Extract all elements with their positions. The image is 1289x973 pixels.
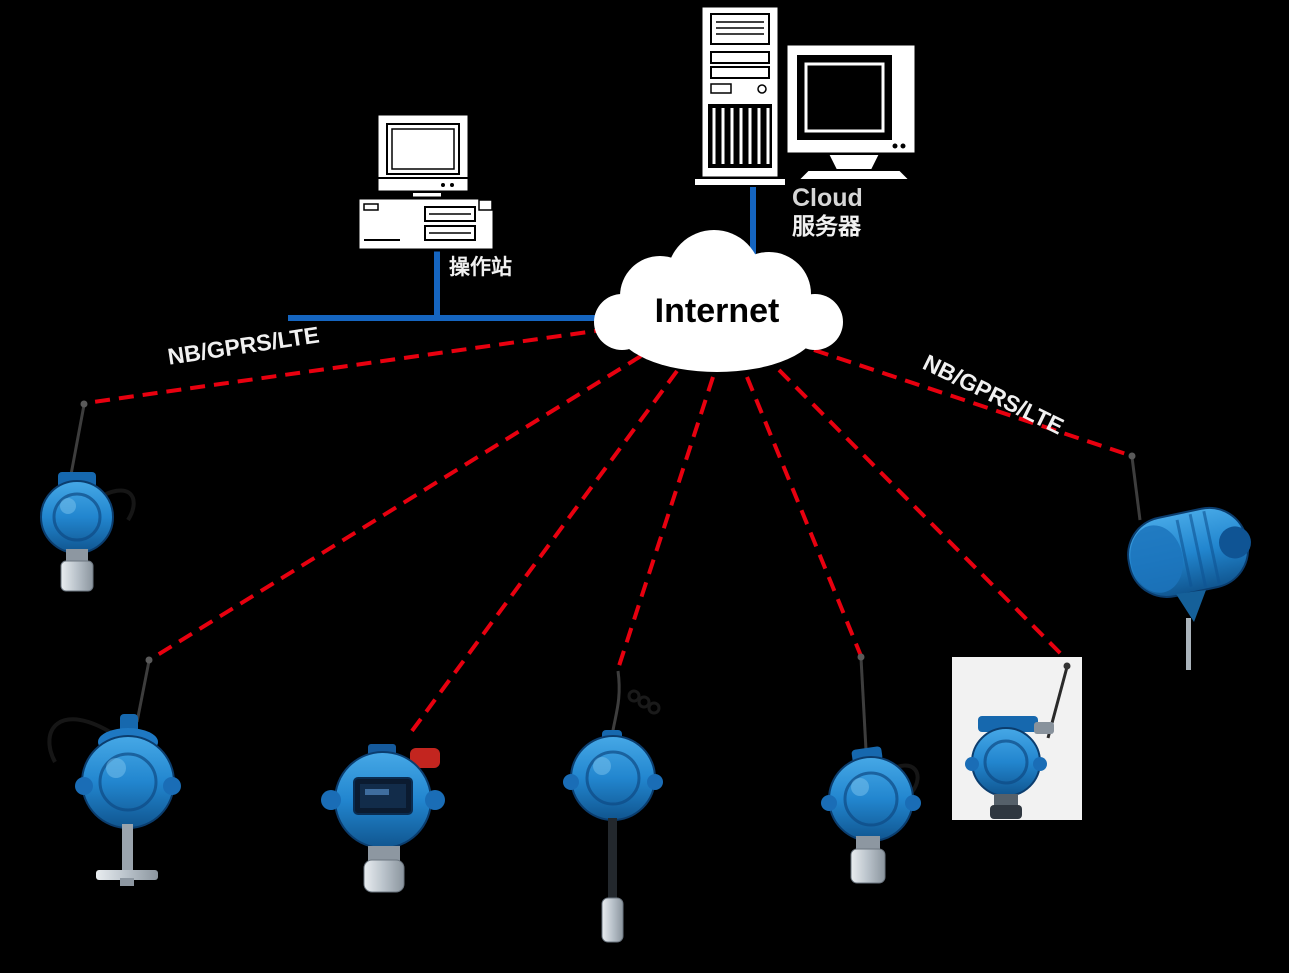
antenna-icon [1130, 456, 1142, 521]
antenna-icon [859, 657, 868, 751]
gas-detector-probe [563, 670, 663, 943]
wireless-link-5 [745, 376, 863, 657]
gas-detector-left [47, 656, 181, 886]
workstation-icon [356, 112, 496, 252]
wired-links [288, 178, 756, 321]
operator-station-label: 操作站 [449, 256, 512, 279]
cloud-server-label-line2: 服务器 [792, 213, 861, 239]
antenna-icon [135, 660, 151, 723]
antenna-icon [610, 670, 621, 737]
server-monitor-icon [784, 42, 918, 181]
wireless-link-4 [616, 376, 715, 670]
wireless-link-7 [813, 348, 1133, 458]
red-module [410, 748, 440, 768]
internet-cloud: Internet [594, 230, 843, 372]
wireless-link-1 [85, 327, 610, 405]
gas-detector-upper-left [40, 400, 136, 592]
wireless-link-3 [407, 369, 679, 737]
server-tower-icon [693, 4, 787, 187]
gas-detector-card [952, 657, 1082, 820]
internet-label: Internet [655, 292, 780, 330]
wireless-link-6 [777, 368, 1072, 665]
wireless-links [85, 327, 1133, 737]
wireless-link-2 [149, 354, 643, 661]
cloud-server-label-line1: Cloud [792, 184, 863, 212]
gas-detector-far-right [1127, 452, 1251, 670]
antenna-icon [68, 404, 86, 481]
cable-icon [47, 717, 117, 763]
gas-detector-display [321, 744, 445, 893]
gas-detector-right-center [821, 653, 921, 884]
